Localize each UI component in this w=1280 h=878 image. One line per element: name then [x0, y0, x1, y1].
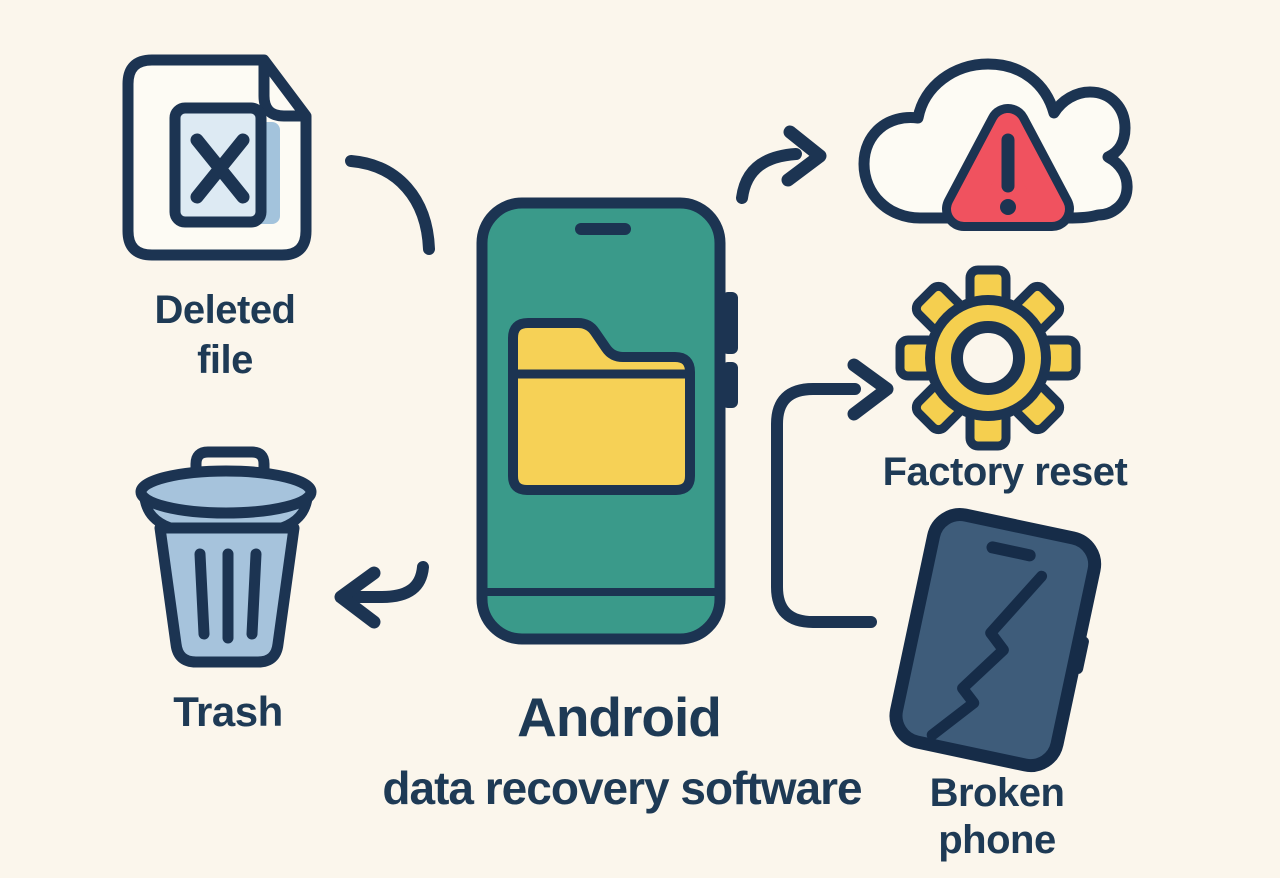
warning-triangle — [942, 104, 1074, 231]
cloud-warning-icon — [858, 58, 1133, 231]
phone-with-folder-icon — [476, 197, 738, 645]
crack-line — [926, 570, 1048, 741]
phone-side-button — [722, 292, 738, 354]
exclamation-dot — [1000, 199, 1016, 215]
x-mark — [190, 133, 250, 204]
connector-file-to-phone — [345, 155, 435, 255]
gear-hole — [951, 321, 1025, 395]
deleted-file-icon — [122, 54, 312, 261]
arrow-phone-to-trash — [334, 561, 429, 629]
gear-icon — [895, 265, 1081, 451]
page-subtitle: data recovery software — [382, 762, 862, 814]
phone-speaker — [575, 223, 631, 235]
folder-icon — [508, 318, 695, 495]
broken-phone-speaker — [986, 541, 1036, 562]
factory-reset-label: Factory reset — [882, 450, 1128, 494]
trash-label: Trash — [173, 688, 283, 735]
page-title: Android — [517, 686, 722, 748]
broken-phone-label: Broken phone — [929, 771, 1065, 863]
deleted-file-label: Deleted file — [154, 288, 297, 382]
trash-can-icon — [135, 446, 317, 668]
arrow-phone-to-cloud — [736, 125, 827, 204]
trash-slats — [194, 548, 262, 644]
broken-phone-icon — [889, 508, 1102, 773]
phone-side-button — [722, 362, 738, 408]
